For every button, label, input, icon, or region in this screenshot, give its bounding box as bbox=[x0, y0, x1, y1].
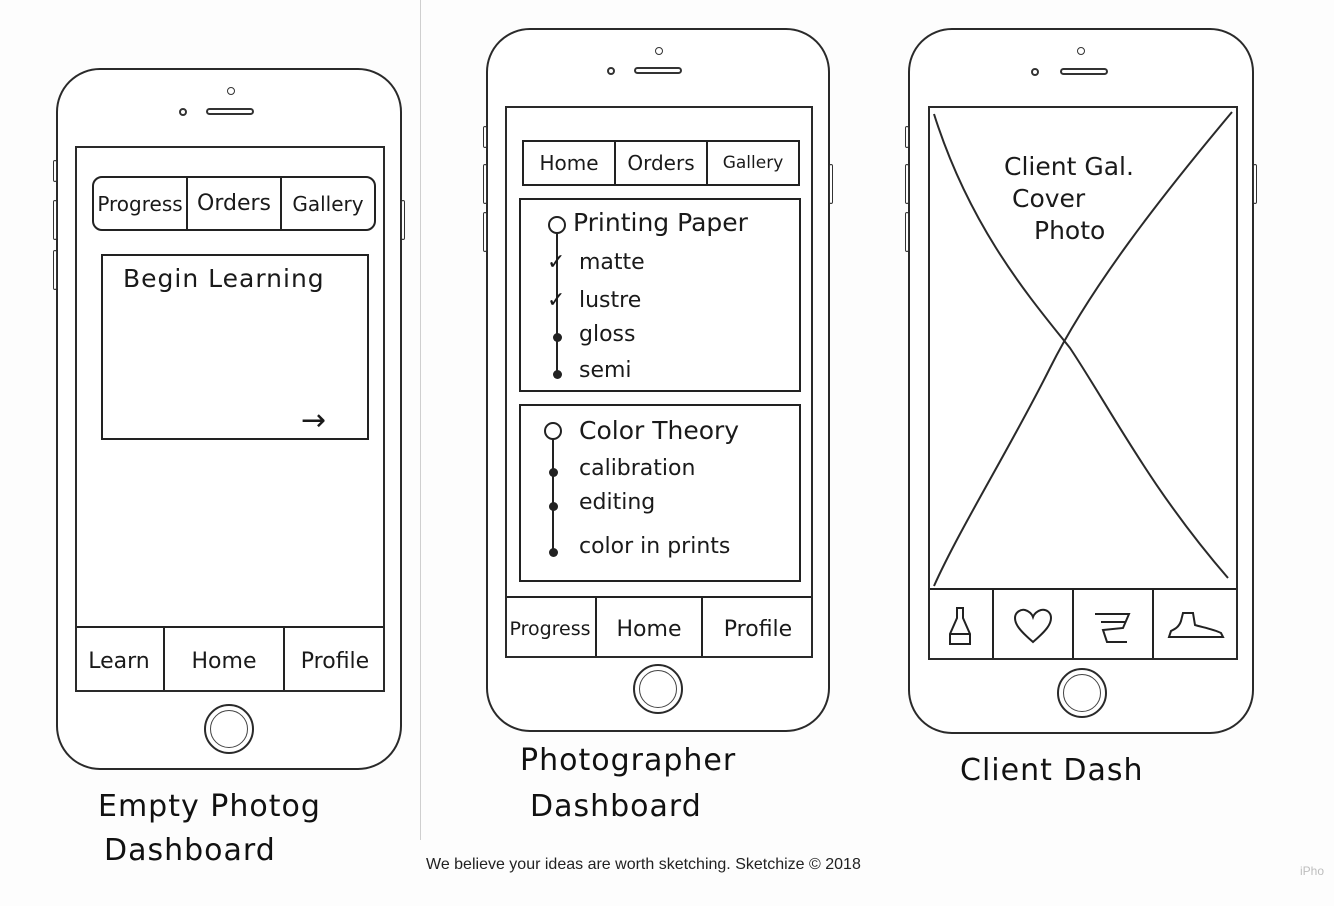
tab-progress[interactable]: Progress bbox=[507, 598, 597, 656]
corner-mark: iPho bbox=[1300, 864, 1325, 878]
side-button bbox=[1253, 164, 1257, 204]
topic-title: Printing Paper bbox=[573, 208, 748, 237]
progress-node bbox=[549, 502, 558, 511]
topic-start-node bbox=[548, 216, 566, 234]
tab-gallery[interactable]: Gallery bbox=[722, 153, 784, 173]
tab-home[interactable]: Home bbox=[524, 142, 616, 184]
phone-photographer-dashboard: Home Orders Gallery Printing Paper ✓ mat… bbox=[483, 28, 833, 732]
home-button[interactable] bbox=[633, 664, 683, 714]
side-button bbox=[483, 212, 487, 252]
footer-credit: We believe your ideas are worth sketchin… bbox=[426, 856, 861, 873]
tab-cart[interactable] bbox=[1074, 590, 1154, 658]
camera-dot bbox=[607, 67, 615, 75]
tab-gallery[interactable]: Gallery bbox=[292, 191, 364, 216]
heart-icon bbox=[1013, 608, 1053, 644]
topic-card-printing-paper[interactable]: Printing Paper ✓ matte ✓ lustre gloss se… bbox=[519, 198, 801, 392]
card-title: Begin Learning bbox=[123, 264, 325, 293]
side-button bbox=[483, 126, 487, 148]
side-button bbox=[53, 200, 57, 240]
side-button bbox=[905, 164, 909, 204]
tab-profile[interactable]: Profile bbox=[723, 616, 793, 642]
side-button bbox=[905, 212, 909, 252]
home-button[interactable] bbox=[204, 704, 254, 754]
screen: Home Orders Gallery Printing Paper ✓ mat… bbox=[505, 106, 813, 658]
speaker-slot bbox=[206, 108, 254, 115]
top-tab-bar: Home Orders Gallery bbox=[522, 140, 800, 186]
sensor-dot bbox=[1077, 47, 1085, 55]
camera-dot bbox=[1031, 68, 1039, 76]
progress-node bbox=[553, 333, 562, 342]
camera-dot bbox=[179, 108, 187, 116]
cart-icon bbox=[1095, 613, 1131, 643]
screen: Progress Orders Gallery Begin Learning →… bbox=[75, 146, 385, 692]
phone-empty-dashboard: Progress Orders Gallery Begin Learning →… bbox=[53, 68, 405, 770]
home-button[interactable] bbox=[1057, 668, 1107, 718]
topic-card-color-theory[interactable]: Color Theory calibration editing color i… bbox=[519, 404, 801, 582]
paper-edge bbox=[420, 0, 421, 840]
topic-item-editing[interactable]: editing bbox=[579, 490, 656, 515]
side-button bbox=[483, 164, 487, 204]
topic-item-color-in-prints[interactable]: color in prints bbox=[579, 534, 731, 559]
top-tab-bar: Progress Orders Gallery bbox=[92, 176, 376, 231]
side-button bbox=[829, 164, 833, 204]
progress-line bbox=[552, 434, 554, 552]
cover-text: Client Gal. bbox=[1002, 152, 1136, 181]
phone-client-dashboard: Client Gal. Cover Photo bbox=[905, 28, 1257, 734]
progress-line bbox=[556, 228, 558, 376]
topic-item-lustre[interactable]: lustre bbox=[579, 288, 642, 313]
topic-title: Color Theory bbox=[579, 416, 740, 445]
tab-home[interactable]: Home bbox=[165, 628, 285, 690]
side-button bbox=[53, 250, 57, 290]
tab-home[interactable]: Home bbox=[597, 598, 703, 656]
progress-node bbox=[553, 370, 562, 379]
bottom-tab-bar: Learn Home Profile bbox=[77, 626, 383, 690]
sensor-dot bbox=[655, 47, 663, 55]
topic-item-gloss[interactable]: gloss bbox=[579, 322, 636, 347]
cover-photo-cross bbox=[933, 111, 1233, 587]
tab-profile[interactable]: Profile bbox=[300, 648, 370, 674]
arrow-right-icon[interactable]: → bbox=[301, 403, 327, 438]
caption-empty-photog-line1: Empty Photog bbox=[98, 789, 321, 824]
tab-orders[interactable]: Orders bbox=[616, 142, 708, 184]
caption-client-dash: Client Dash bbox=[960, 753, 1144, 788]
side-button bbox=[905, 126, 909, 148]
caption-empty-photog-line2: Dashboard bbox=[104, 833, 276, 868]
sensor-dot bbox=[227, 87, 235, 95]
side-button bbox=[53, 160, 57, 182]
check-icon: ✓ bbox=[547, 288, 566, 313]
bottom-tab-bar: Progress Home Profile bbox=[507, 596, 811, 656]
tab-progress[interactable]: Progress bbox=[94, 178, 188, 229]
progress-node bbox=[549, 548, 558, 557]
tab-products[interactable] bbox=[930, 590, 994, 658]
bottle-icon bbox=[949, 607, 971, 645]
shoe-icon bbox=[1167, 612, 1225, 638]
screen: Client Gal. Cover Photo bbox=[928, 106, 1238, 660]
topic-item-semi[interactable]: semi bbox=[579, 358, 632, 383]
progress-node bbox=[549, 468, 558, 477]
topic-item-matte[interactable]: matte bbox=[579, 250, 645, 275]
caption-photographer-line2: Dashboard bbox=[530, 789, 702, 824]
tab-learn[interactable]: Learn bbox=[77, 628, 165, 690]
caption-photographer-line1: Photographer bbox=[520, 743, 737, 778]
tab-shoes[interactable] bbox=[1154, 590, 1236, 658]
side-button bbox=[401, 200, 405, 240]
topic-start-node bbox=[544, 422, 562, 440]
cover-photo-placeholder[interactable]: Client Gal. Cover Photo bbox=[930, 108, 1236, 590]
check-icon: ✓ bbox=[547, 250, 566, 275]
begin-learning-card[interactable]: Begin Learning → bbox=[101, 254, 369, 440]
speaker-slot bbox=[634, 67, 682, 74]
speaker-slot bbox=[1060, 68, 1108, 75]
tab-orders[interactable]: Orders bbox=[188, 178, 282, 229]
cover-text: Cover bbox=[1010, 184, 1088, 213]
topic-item-calibration[interactable]: calibration bbox=[579, 456, 696, 481]
tab-favorites[interactable] bbox=[994, 590, 1074, 658]
cover-text: Photo bbox=[1032, 216, 1108, 245]
bottom-icon-bar bbox=[930, 588, 1236, 658]
